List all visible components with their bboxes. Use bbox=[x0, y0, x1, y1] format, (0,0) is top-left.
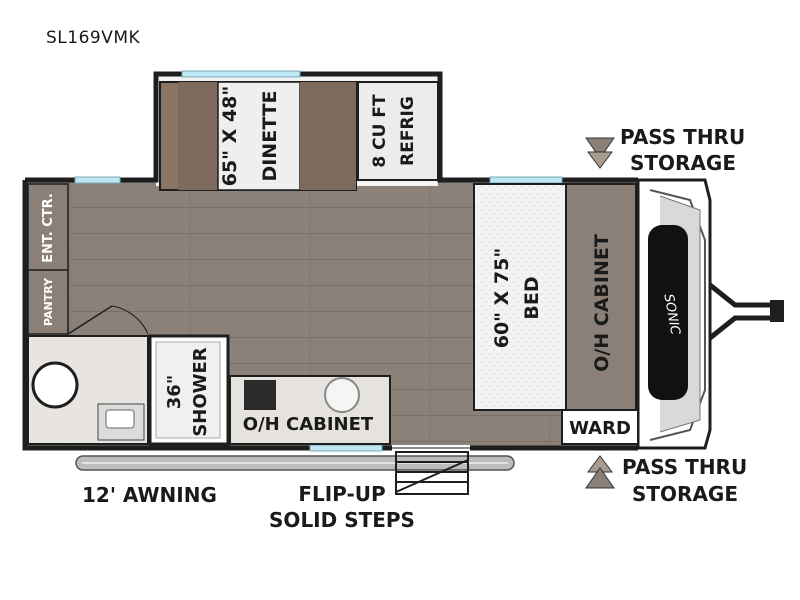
dinette: 65" X 48" DINETTE bbox=[159, 81, 357, 191]
bed-label: BED bbox=[521, 276, 543, 319]
bed: 60" X 75" BED bbox=[473, 183, 567, 411]
front-cabinet: O/H CABINET WARD bbox=[561, 183, 639, 445]
toilet bbox=[31, 361, 79, 409]
ent-ctr-label: ENT. CTR. bbox=[41, 193, 56, 263]
brand-badge: SONIC bbox=[660, 293, 682, 337]
ward-label: WARD bbox=[569, 418, 631, 439]
pantry-label: PANTRY bbox=[42, 277, 55, 326]
shower-label: SHOWER bbox=[190, 347, 211, 436]
hitch bbox=[708, 283, 784, 340]
dinette-label: DINETTE bbox=[259, 90, 281, 181]
pass-thru-arrow-top bbox=[585, 137, 615, 169]
flip-up-steps bbox=[395, 451, 469, 495]
pass-thru-top-line2: STORAGE bbox=[630, 151, 736, 175]
steps-line1: FLIP-UP bbox=[298, 482, 385, 506]
bathroom bbox=[27, 305, 149, 445]
pass-thru-bottom-line2: STORAGE bbox=[632, 482, 738, 506]
steps-line2: SOLID STEPS bbox=[269, 508, 415, 532]
refrig-size: 8 CU FT bbox=[370, 94, 390, 168]
refrigerator: 8 CU FT REFRIG bbox=[357, 81, 439, 181]
refrig-label: REFRIG bbox=[398, 96, 418, 166]
pass-thru-top-line1: PASS THRU bbox=[620, 125, 745, 149]
front-window bbox=[648, 225, 688, 400]
wardrobe bbox=[561, 409, 639, 445]
pass-thru-bottom-line1: PASS THRU bbox=[622, 455, 747, 479]
cooktop bbox=[244, 380, 276, 410]
kitchen-counter: O/H CABINET bbox=[229, 375, 391, 445]
kitchen-sink bbox=[324, 377, 360, 413]
ent-ctr-pantry: ENT. CTR. PANTRY bbox=[27, 183, 69, 335]
model-number: SL169VMK bbox=[46, 28, 141, 48]
front-cap: SONIC bbox=[636, 178, 712, 450]
dinette-size: 65" X 48" bbox=[219, 86, 241, 187]
shower: 36" SHOWER bbox=[148, 334, 230, 446]
bed-size: 60" X 75" bbox=[491, 248, 513, 349]
front-oh-cabinet: O/H CABINET bbox=[591, 234, 613, 372]
kitchen-oh-cabinet: O/H CABINET bbox=[243, 414, 374, 435]
windows bbox=[74, 70, 563, 452]
shower-size: 36" bbox=[164, 375, 185, 409]
pass-thru-arrow-bottom bbox=[585, 455, 615, 489]
awning-label: 12' AWNING bbox=[82, 483, 217, 507]
